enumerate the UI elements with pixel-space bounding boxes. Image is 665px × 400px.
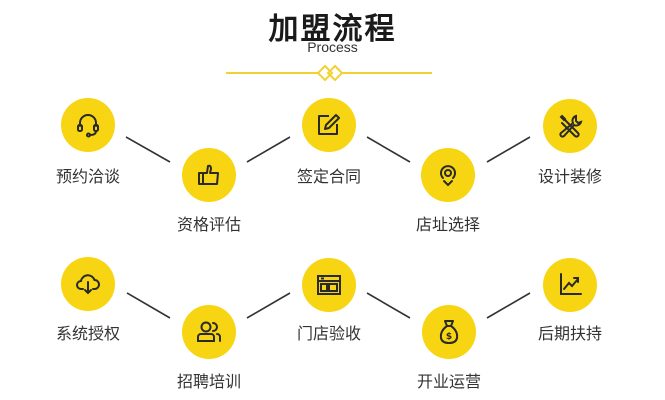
money-bag-icon: $ [439,320,459,344]
cloud-download-icon [76,274,100,295]
connector-line [366,136,411,163]
location-pin-icon [440,165,456,187]
growth-chart-icon [560,273,582,295]
connector-line [125,136,171,163]
tools-icon [559,114,583,138]
connector-line [246,292,291,319]
svg-text:$: $ [446,332,452,342]
step-label: 开业运营 [416,372,481,391]
connector-line [486,292,531,319]
storefront-window-icon [317,275,341,295]
users-icon [197,321,221,342]
title-divider [226,64,432,82]
step-node-contract [302,98,356,152]
step-label: 预约洽谈 [55,167,120,186]
page-title: 加盟流程 [268,12,397,47]
step-label: 招聘培训 [176,372,241,391]
connector-line [486,136,531,163]
step-label: 设计装修 [537,167,602,186]
step-node-opening-operation: $ [422,305,476,359]
edit-contract-icon [318,114,340,135]
step-label: 店址选择 [415,215,480,234]
connector-line [126,292,171,319]
step-node-site-selection [421,148,475,202]
headset-icon [77,114,99,138]
step-node-decoration [543,99,597,153]
step-label: 门店验收 [296,324,361,343]
thumbs-up-icon [198,164,219,185]
step-node-system-authorization [61,257,115,311]
step-label: 后期扶持 [537,324,602,343]
step-label: 系统授权 [55,324,120,343]
step-label: 签定合同 [296,167,361,186]
step-node-consultation [61,98,115,152]
step-node-recruitment [182,305,236,359]
page-subtitle: Process [307,39,358,55]
connector-line [246,136,291,163]
connector-line [366,292,411,319]
step-node-qualification [182,148,236,202]
step-label: 资格评估 [176,215,241,234]
step-node-ongoing-support [543,258,597,312]
step-node-store-inspection [302,258,356,312]
